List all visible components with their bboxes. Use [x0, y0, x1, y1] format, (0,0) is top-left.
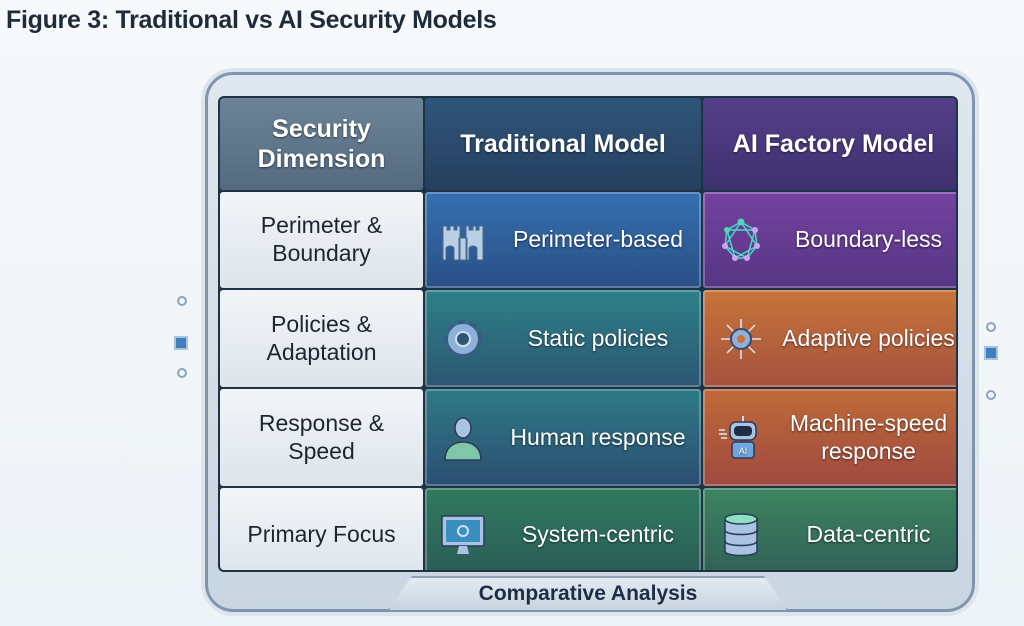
- decor-dot: [177, 368, 187, 378]
- figure-title: Figure 3: Traditional vs AI Security Mod…: [6, 6, 497, 34]
- ai-cell: Adaptive policies: [703, 290, 956, 387]
- traditional-cell: System-centric: [425, 488, 701, 570]
- gear-icon: [444, 319, 482, 358]
- traditional-cell: Perimeter-based: [425, 192, 701, 288]
- traditional-cell: Human response: [425, 389, 701, 486]
- castle-icon: [442, 225, 484, 261]
- database-icon: [724, 513, 758, 557]
- header-ai: AI Factory Model: [703, 98, 956, 190]
- dimension-cell: Policies & Adaptation: [220, 290, 423, 387]
- circuit-gear-icon: [721, 318, 761, 359]
- dimension-cell: Response & Speed: [220, 389, 423, 486]
- decor-dot: [986, 322, 996, 332]
- traditional-cell: Static policies: [425, 290, 701, 387]
- footer-label: Comparative Analysis: [388, 576, 788, 610]
- dimension-cell: Perimeter & Boundary: [220, 192, 423, 288]
- comparison-table: Security Dimension Traditional Model AI …: [218, 96, 958, 572]
- ai-cell: AI Machine-speed response: [703, 389, 956, 486]
- ai-cell: Boundary-less: [703, 192, 956, 288]
- ai-cell: Data-centric: [703, 488, 956, 570]
- dimension-cell: Primary Focus: [220, 488, 423, 570]
- robot-icon: AI: [719, 415, 757, 459]
- header-dimension: Security Dimension: [220, 98, 423, 190]
- decor-dot: [177, 296, 187, 306]
- network-icon: [722, 218, 760, 261]
- decor-square: [984, 346, 998, 360]
- header-traditional: Traditional Model: [425, 98, 701, 190]
- robot-badge: AI: [739, 446, 748, 456]
- decor-dot: [986, 390, 996, 400]
- decor-square: [174, 336, 188, 350]
- person-icon: [444, 416, 482, 461]
- monitor-icon: [441, 515, 485, 554]
